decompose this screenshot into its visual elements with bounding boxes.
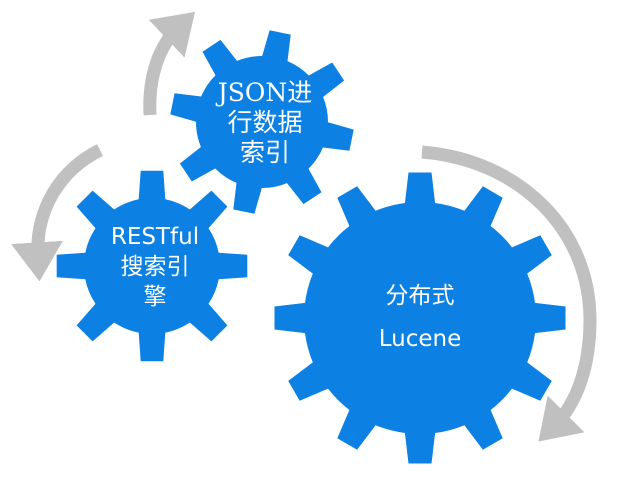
curved-arrow-left: [11, 144, 104, 282]
curved-arrow-top: [143, 11, 196, 116]
gear-json-line1: JSON进: [217, 78, 313, 107]
gear-restful-line3: 擎: [143, 284, 167, 310]
gear-distributed-lucene: [274, 172, 566, 464]
gear-restful-search: [56, 170, 248, 362]
gear-json-line3: 索引: [239, 138, 290, 167]
gear-json-label: JSON进 行数据 索引: [205, 78, 325, 168]
gear-json-line2: 行数据: [227, 108, 303, 137]
gear-restful-line2: 搜索引: [120, 254, 190, 280]
gear-restful-line1: RESTful: [110, 224, 200, 250]
gear-distributed-line1: 分布式: [385, 283, 455, 309]
curved-arrow-right: [421, 145, 597, 442]
gear-restful-label: RESTful 搜索引 擎: [95, 222, 215, 312]
gear-distributed-line2: Lucene: [378, 326, 462, 352]
gear-json-indexing: [170, 30, 354, 214]
